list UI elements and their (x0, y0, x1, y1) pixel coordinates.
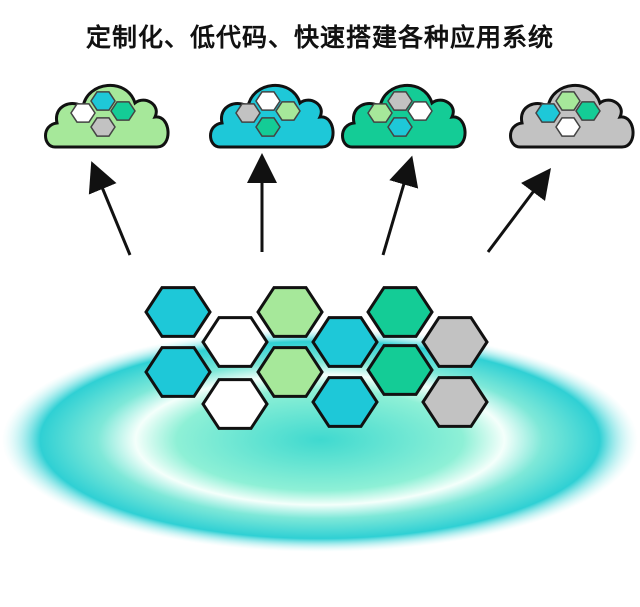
cloud-hexagon (367, 103, 393, 123)
cloud-light-green (44, 84, 170, 149)
building-block-hexagon (256, 346, 324, 398)
cloud-shape (509, 84, 635, 149)
glow-platform (2, 328, 638, 552)
arrow (486, 168, 551, 253)
cloud-shape (44, 84, 170, 149)
cloud-hexagon (90, 117, 116, 137)
cloud-hexagon (90, 91, 116, 111)
cloud-hexagon (535, 103, 561, 123)
cloud-hexagon (110, 101, 136, 121)
cloud-gray (509, 84, 635, 149)
building-block-hexagon (366, 286, 434, 338)
building-block-hexagon (144, 346, 212, 398)
cloud-hexagon (387, 117, 413, 137)
building-block-hexagon (201, 316, 269, 368)
cloud-shape (341, 84, 467, 149)
arrow (381, 155, 419, 256)
building-block-hexagon (311, 316, 379, 368)
cloud-hexagon (70, 103, 96, 123)
cloud-shape (209, 84, 335, 149)
cloud-hexagon (275, 101, 301, 121)
cloud-hexagon (407, 101, 433, 121)
cloud-cyan (209, 84, 335, 149)
building-block-hexagon (421, 316, 489, 368)
cloud-hexagon (255, 91, 281, 111)
building-block-hexagon (256, 286, 324, 338)
page-title: 定制化、低代码、快速搭建各种应用系统 (85, 23, 554, 52)
building-block-hexagon (311, 376, 379, 428)
building-block-hexagon (144, 286, 212, 338)
cloud-hexagon (235, 103, 261, 123)
arrow (88, 161, 132, 256)
cloud-hexagon (387, 91, 413, 111)
building-block-hexagon (201, 378, 269, 430)
cloud-hexagon (575, 101, 601, 121)
building-block-hexagon (421, 376, 489, 428)
cloud-green (341, 84, 467, 149)
cloud-hexagon (555, 117, 581, 137)
cloud-hexagon (555, 91, 581, 111)
cloud-hexagon (255, 117, 281, 137)
building-block-hexagon (366, 344, 434, 396)
